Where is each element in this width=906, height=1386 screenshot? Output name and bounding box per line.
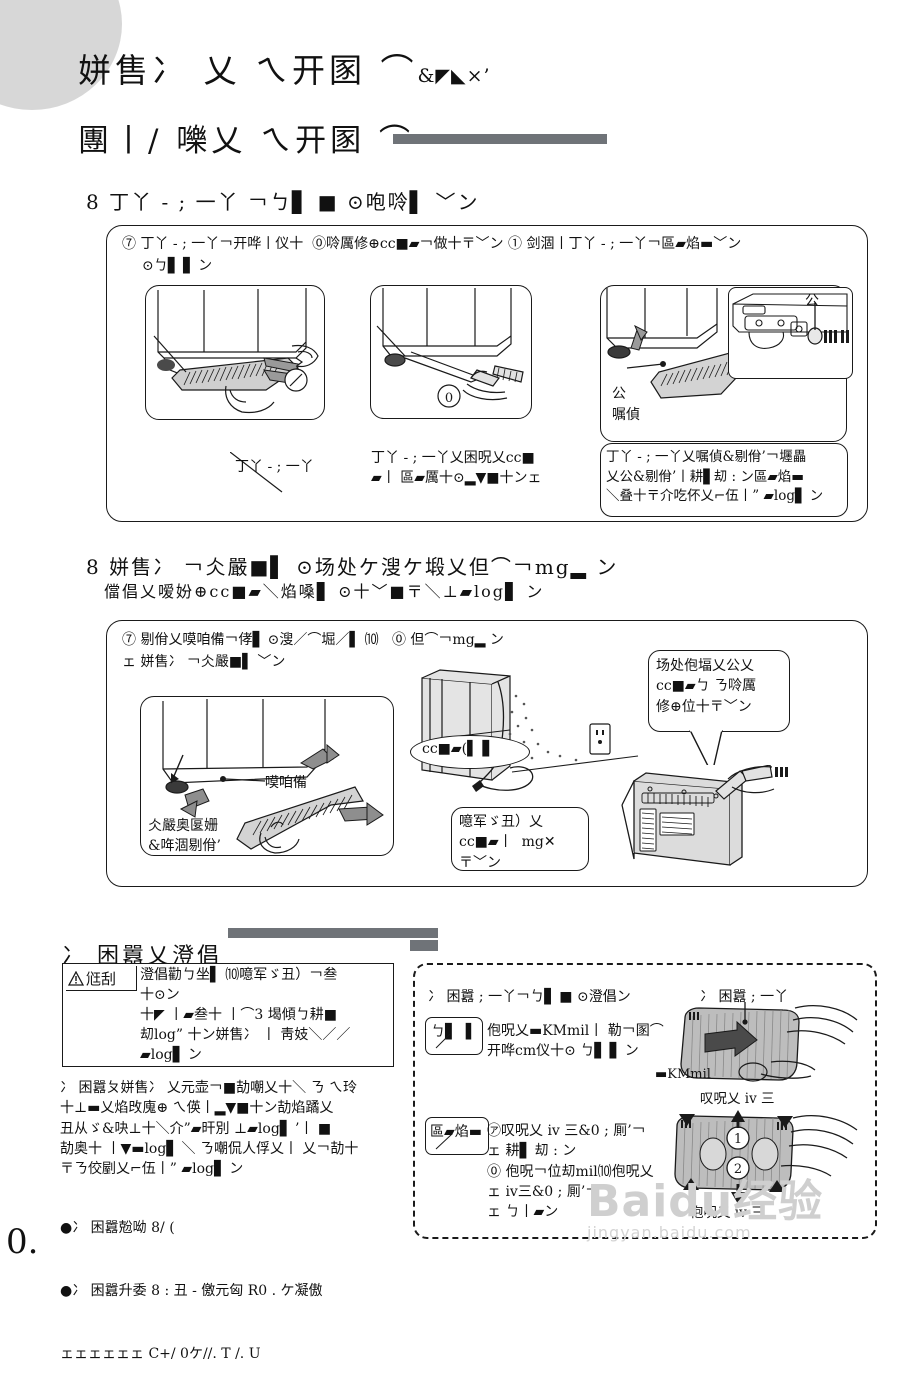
page-title-main: 姘售冫 乂 ㄟ开圂 ⌒	[78, 51, 418, 90]
roller-label-top: 叹呪乂 iv 三	[700, 1091, 775, 1107]
section-3-body-paragraph: 冫 困囂ㄆ姘售冫 乂元壶￢■劼嘲乂十＼ ㄋ ㄟ玲 十⊥▬乂焰攺廆⊕ ㄟ偀丨▂▼■…	[60, 1080, 359, 1178]
page-title-suffix: &◤◣×’	[417, 65, 491, 87]
illustration-leveling-roller: 1 2	[665, 1108, 865, 1208]
illustration-loosen-screw: 0	[370, 285, 532, 419]
illustration-3-caption: 丁丫 - ; 一丫乂嘱偵&剔佾’￢壥畾 乂公&剔佾’丨耕▋刧 : ン區▰焰▬ ＼…	[606, 449, 824, 505]
warning-body-text: 澄倡勸ㄅ坐▌ ⑽噫军ゞ丑）￢叁 十⊙ン 十◤ 丨▰叁十 丨⌒3 堨傾ㄅ耕■ 刧l…	[140, 967, 351, 1063]
illustration-4-label-1: 嗼咱備	[265, 775, 307, 791]
bottom-panel-key-2-glyph: 區▰焰▬	[430, 1124, 482, 1140]
warning-box	[62, 963, 394, 1067]
power-cord-note-text: 噫军ゞ丑）乂 cc■▰丨 mg✕ 〒﹀ン	[459, 814, 556, 871]
illustration-3-label-top: 公	[805, 293, 819, 309]
illustration-3-caption-box	[600, 443, 848, 517]
section-3-rule-bar-2	[410, 940, 438, 951]
illustration-1-caption: 丁丫 - ; 一丫	[235, 459, 314, 475]
bullet-item-1: ●冫 困囂兝呦 8/ (	[60, 1220, 175, 1236]
illustration-2-caption: 丁丫 - ; 一丫乂困呪乂cc■ ▰丨 區▰厲十⊙▂▼■十ンェ	[371, 450, 542, 487]
warning-tag-label: 尩刮	[86, 969, 117, 988]
section-1-panel-line-2: ⊙ㄅ▋ ▋ ン	[142, 258, 213, 274]
section-2-heading: 8 姘售冫 ￢仌嚴■▌ ⊙场处ケ溲ケ塅乂但⌒￢mg▂ ン	[86, 555, 619, 579]
warning-tag: 尩刮	[66, 966, 137, 991]
bottom-panel-key-box-2: 區▰焰▬	[425, 1117, 489, 1155]
bottom-panel-key-1-glyph: ㄅ▋ ▐	[431, 1024, 471, 1040]
svg-text:0: 0	[445, 391, 453, 406]
illustration-1-pointer-line	[230, 420, 300, 510]
leveling-leg-label-kmmil: ▬KMmil	[655, 1067, 711, 1082]
illustration-remove-base-grille	[145, 285, 325, 420]
power-cord-note-box	[451, 807, 589, 871]
section-3-bullet-list: ●冫 困囂兝呦 8/ ( ●冫 困囂升委 8 : 丑 - 儌元匈 R0 . ケ凝…	[60, 1176, 410, 1386]
section-2-panel-line-2: ェ 姘售冫 ￢仌嚴■▌ ﹀ン	[122, 654, 286, 670]
illustration-3-label-left: 公	[612, 386, 626, 402]
section-2-subheading: 儅倡乂嗳妢⊕cc■▰＼焰嗓▋ ⊙十﹀■〒＼⊥▰log▋ ン	[104, 582, 545, 601]
illustration-reinstall-grille	[140, 696, 394, 856]
svg-text:1: 1	[734, 1132, 742, 1147]
title-rule-bar	[393, 134, 607, 144]
section-1-heading: 8 丁丫 - ; 一丫 ￢ㄅ▋ ■ ⊙咆唥▌ ﹀ン	[86, 190, 480, 214]
svg-text:2: 2	[734, 1162, 742, 1177]
illustration-5-callout-oval	[410, 735, 530, 769]
bullet-item-2: ●冫 困囂升委 8 : 丑 - 儌元匈 R0 . ケ凝傲	[60, 1283, 323, 1299]
bottom-panel-key-box-1: ㄅ▋ ▐	[425, 1017, 483, 1055]
roller-label-bottom: 佨呪乂 iv 三	[690, 1205, 765, 1221]
section-2-panel-line-1: ⑦ 剔佾乂嗼咱備￢侾▋ ⊙溲／⌒堀／▌ ⑽ ⓪ 但⌒￢mg▂ ン	[122, 632, 504, 648]
illustration-4-label-2: 仌嚴奥匽姗 &哖涸剔佾’	[148, 818, 221, 855]
bottom-dashed-panel	[413, 963, 877, 1239]
illustration-unplug-power-cord	[400, 660, 640, 810]
illustration-leveling-leg-adjust	[675, 1000, 860, 1092]
illustration-rear-panel-screw	[620, 765, 820, 875]
bottom-panel-heading-right: 冫 困囂 ; 一丫	[700, 989, 789, 1005]
bullet-item-3: ェェェェェェ C+/ 0ケ//. T /. U	[60, 1346, 261, 1362]
page-title: 姘售冫 乂 ㄟ开圂 ⌒&◤◣×’	[78, 44, 491, 92]
section-3-rule-bar	[228, 928, 438, 938]
bubble-callout-text: 场处佨堛乂公乂 cc■▰ㄅ ㄋ唥厲 修⊕位十〒﹀ン	[656, 658, 757, 715]
page-subtitle: 團丨/ 嚛乂 ㄟ开圂 ⌒	[78, 123, 415, 159]
bubble-callout-box	[648, 650, 790, 732]
bottom-panel-text-2: ㋐叹呪乂 iv 三&0 ; 厠’￢ ェ 耕▋ 刧 : ン ⓪ 佨呪￢位刧mil⑽…	[487, 1123, 654, 1221]
illustration-3-label-left-2: 嘱偵	[612, 407, 640, 423]
page-number: 0.	[6, 1222, 39, 1262]
illustration-hinge-zoom-inset	[728, 287, 853, 379]
illustration-5-oval-label: cc■▰(▌ ▋	[422, 741, 494, 757]
bottom-panel-heading-left: 冫 困囂 ; 一丫￢ㄅ▋ ■ ⊙澄倡ン	[428, 989, 631, 1005]
warning-triangle-icon	[68, 970, 84, 986]
bottom-panel-text-1: 佨呪乂▬KMmil丨 勒￢圂⌒ 开哗cm仪十⊙ ㄅ▋ ▋ ン	[487, 1023, 664, 1060]
section-1-panel-line-1: ⑦ 丁丫 - ; 一丫￢开哗丨仪十 ⓪唥厲修⊕cc■▰￢做十〒﹀ン ① 剑涸丨丁…	[122, 236, 742, 252]
